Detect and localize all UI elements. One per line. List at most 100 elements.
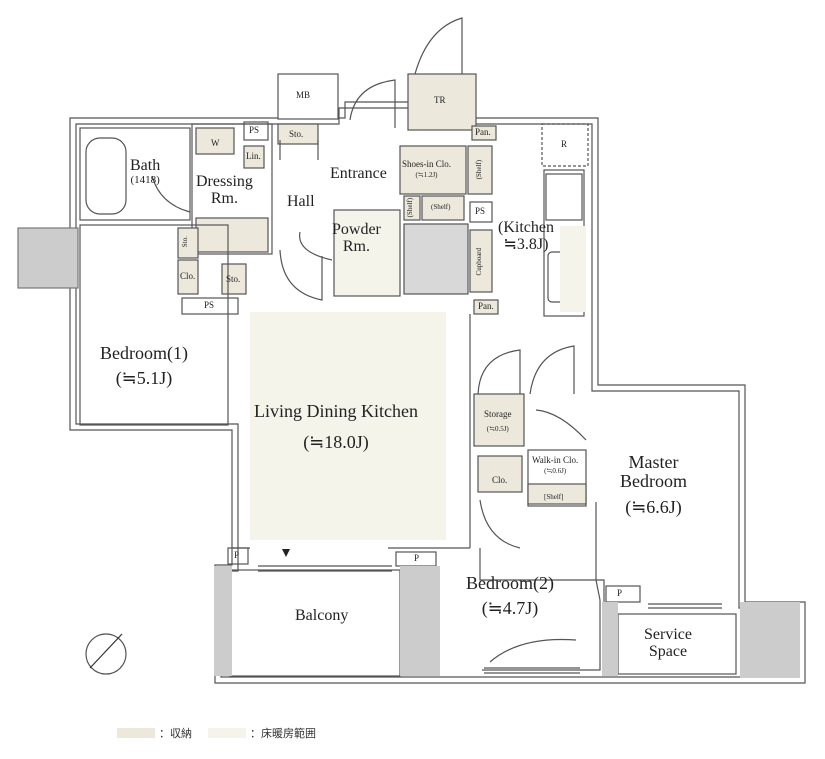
walkin-label: Walk-in Clo. (≒0.6J) xyxy=(532,455,579,476)
door-arc xyxy=(151,175,191,213)
bedroom2-size: (≒4.7J) xyxy=(481,597,539,618)
clo-left-label: Clo. xyxy=(180,271,196,281)
pan-bottom-box xyxy=(473,299,499,315)
door-arc xyxy=(349,79,396,128)
bath-name: Bath xyxy=(130,157,161,174)
pan-top-label: Pan. xyxy=(475,127,491,137)
bath-sub: (1418) xyxy=(130,173,160,186)
shoes-closet xyxy=(399,145,467,195)
shelf-left-label: (Shelf) xyxy=(406,197,415,218)
ps-bottom-box xyxy=(181,297,239,315)
ps-top-box xyxy=(243,121,269,141)
bedroom1-label: Bedroom(1) (≒5.1J) xyxy=(100,344,188,388)
shoes-closet-name: Shoes-in Clo. xyxy=(402,159,452,169)
partition xyxy=(482,600,601,671)
legend-heating-swatch xyxy=(208,728,246,738)
entrance-marker xyxy=(282,549,290,557)
cupboard xyxy=(469,229,493,293)
sto-bottom-box xyxy=(221,263,247,295)
column xyxy=(602,602,618,676)
sto-left-label: Sto. xyxy=(180,236,189,248)
clo-left-box xyxy=(177,259,199,295)
powder-room xyxy=(333,209,401,297)
storage-label: Storage (≒0.5J) xyxy=(484,409,512,434)
door-arc xyxy=(479,499,521,549)
legend-storage-swatch xyxy=(117,728,155,738)
master-name1: Master xyxy=(628,452,679,472)
compass-needle xyxy=(89,633,123,669)
service-label: Service Space xyxy=(644,626,692,661)
column xyxy=(400,566,440,676)
linen xyxy=(243,145,265,169)
storage-name: Storage xyxy=(484,409,512,419)
legend-storage-text: ：収納 xyxy=(159,727,192,740)
p-box xyxy=(605,585,641,603)
legend-storage: ：収納 xyxy=(117,725,192,741)
bath-label: Bath (1418) xyxy=(130,157,161,186)
powder-name1: Powder xyxy=(332,221,381,238)
ldk-label: Living Dining Kitchen (≒18.0J) xyxy=(254,402,418,452)
washer xyxy=(195,127,235,155)
hall-label: Hall xyxy=(287,193,315,210)
clo-mid-label: Clo. xyxy=(492,475,508,485)
bedroom1-name: Bedroom(1) xyxy=(100,343,188,363)
column xyxy=(740,602,800,678)
kitchen-heating xyxy=(560,226,586,312)
bathtub xyxy=(85,137,127,215)
ps-mid-box xyxy=(469,201,493,223)
powder-name2: Rm. xyxy=(342,237,370,255)
master-label: Master Bedroom (≒6.6J) xyxy=(620,453,687,517)
pan-bottom-label: Pan. xyxy=(478,301,494,311)
window xyxy=(484,667,580,674)
door-arc xyxy=(529,345,575,395)
shelf-mid-label: (Shelf) xyxy=(431,203,451,211)
cooktop xyxy=(545,173,583,221)
walkin-name: Walk-in Clo. xyxy=(532,455,579,465)
outdoor-unit xyxy=(17,227,79,289)
door-arc xyxy=(279,249,323,301)
service-name2: Space xyxy=(648,642,688,660)
p3-label: P xyxy=(617,588,623,598)
master-size: (≒6.6J) xyxy=(625,496,682,517)
sto-top-label: Sto. xyxy=(289,129,304,139)
balcony-label: Balcony xyxy=(295,607,349,624)
door-arc xyxy=(489,638,577,663)
window xyxy=(258,565,392,572)
shelf-box xyxy=(421,195,465,221)
lin-label: Lin. xyxy=(246,151,261,161)
door-arc xyxy=(535,409,587,441)
legend-heating: ：床暖房範囲 xyxy=(208,725,316,741)
ldk-size: (≒18.0J) xyxy=(303,431,369,452)
door-arc xyxy=(299,231,333,261)
partition xyxy=(479,502,605,602)
ldk-name: Living Dining Kitchen xyxy=(254,401,418,421)
shelf-box xyxy=(403,195,421,221)
bedroom1-area xyxy=(79,224,229,426)
sto-top-box xyxy=(277,123,319,145)
ps-bottom-label: PS xyxy=(204,300,215,310)
shelf-box xyxy=(467,145,493,195)
tr-label: TR xyxy=(434,95,446,105)
walkin-size: (≒0.6J) xyxy=(544,467,567,476)
ps-top-label: PS xyxy=(249,125,260,135)
entrance-floor xyxy=(403,223,469,295)
bedroom2-name: Bedroom(2) xyxy=(466,573,554,593)
bath-room xyxy=(79,127,191,221)
door-arc xyxy=(279,140,319,160)
window xyxy=(648,603,722,609)
shoes-closet-size: (≒1.2J) xyxy=(415,171,438,180)
legend-heating-text: ：床暖房範囲 xyxy=(250,727,316,740)
w-label: W xyxy=(211,138,220,148)
pan-top-box xyxy=(471,125,497,141)
walkin-shelf xyxy=(527,483,587,505)
walkin-closet xyxy=(527,449,587,507)
bedroom1-size: (≒5.1J) xyxy=(115,367,173,388)
door-arc xyxy=(477,349,521,395)
kitchen-size: ≒3.8J) xyxy=(503,235,549,253)
shoes-closet-label: Shoes-in Clo. (≒1.2J) xyxy=(402,159,452,180)
shelf-right-label: (Shelf) xyxy=(475,159,484,180)
dressing-room xyxy=(191,123,273,255)
storage-size: (≒0.5J) xyxy=(486,425,509,434)
p-box xyxy=(227,547,249,565)
